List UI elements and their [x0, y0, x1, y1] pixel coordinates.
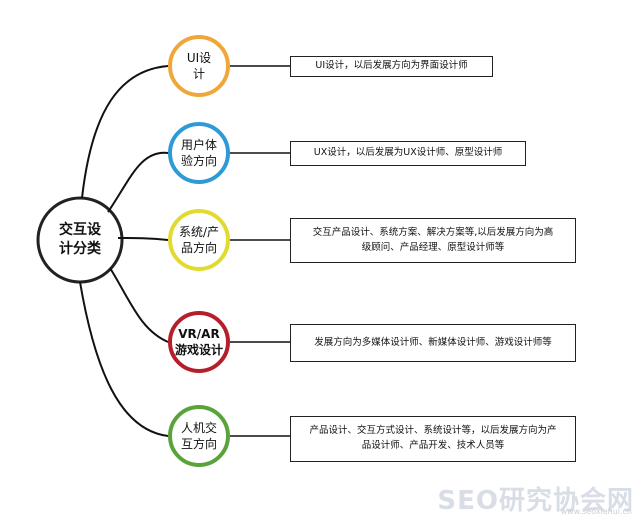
- category-label-vr: VR/AR 游戏设计: [170, 322, 228, 362]
- category-label-line2: 游戏设计: [174, 343, 223, 357]
- branch-line-ux: [107, 151, 169, 213]
- category-label-ux: 用户体 验方向: [173, 133, 225, 173]
- watermark: SEO研究协会网 www.seoxiehui.cn: [437, 486, 634, 516]
- description-line: 级顾问、产品经理、原型设计师等: [361, 241, 505, 253]
- category-circle-hci: [168, 405, 230, 467]
- category-label-line2: 验方向: [180, 154, 217, 168]
- branch-line-ui: [81, 65, 169, 199]
- watermark-url-text: www.seoxiehui.cn: [560, 507, 632, 516]
- category-label-line1: VR/AR: [178, 326, 220, 341]
- category-circle-ux: [168, 122, 230, 184]
- category-label-hci: 人机交 互方向: [173, 416, 225, 456]
- category-circle-product: [168, 209, 230, 271]
- category-label-ui: UI设 计: [173, 46, 225, 86]
- category-label-line2: 互方向: [180, 437, 217, 451]
- description-line: UX设计，以后发展为UX设计师、原型设计师: [313, 147, 503, 159]
- description-line: 产品设计、交互方式设计、系统设计等，以后发展方向为产: [309, 425, 557, 437]
- branch-line-hci: [79, 281, 169, 437]
- category-label-line2: 品方向: [180, 241, 217, 255]
- category-label-line1: UI设: [186, 50, 212, 65]
- category-circle-vr: [168, 311, 230, 373]
- root-label-line1: 交互设: [59, 222, 101, 239]
- description-box-vr: 发展方向为多媒体设计师、新媒体设计师、游戏设计师等: [290, 324, 576, 362]
- description-line: 交互产品设计、系统方案、解决方案等,以后发展方向为高: [312, 226, 554, 238]
- branch-line-vr: [109, 267, 169, 343]
- description-box-product: 交互产品设计、系统方案、解决方案等,以后发展方向为高 级顾问、产品经理、原型设计…: [290, 218, 576, 263]
- category-circle-ui: [168, 35, 230, 97]
- category-label-line1: 系统/产: [178, 224, 220, 239]
- description-line: 品设计师、产品开发、技术人员等: [361, 440, 505, 451]
- description-box-ui: UI设计，以后发展方向为界面设计师: [290, 56, 493, 77]
- category-label-product: 系统/产 品方向: [173, 220, 225, 260]
- category-label-line1: 用户体: [180, 137, 217, 152]
- description-line: UI设计，以后发展方向为界面设计师: [315, 60, 468, 72]
- description-line: 发展方向为多媒体设计师、新媒体设计师、游戏设计师等: [314, 336, 552, 348]
- branch-line-product: [117, 237, 169, 241]
- category-label-line1: 人机交: [180, 420, 217, 435]
- description-box-ux: UX设计，以后发展为UX设计师、原型设计师: [290, 141, 526, 166]
- description-box-hci: 产品设计、交互方式设计、系统设计等，以后发展方向为产 品设计师、产品开发、技术人…: [290, 416, 576, 462]
- root-label-line2: 计分类: [59, 241, 101, 257]
- root-node-label: 交互设 计分类: [46, 214, 114, 266]
- category-label-line2: 计: [192, 67, 205, 81]
- watermark-main-text: SEO研究协会网: [437, 486, 634, 516]
